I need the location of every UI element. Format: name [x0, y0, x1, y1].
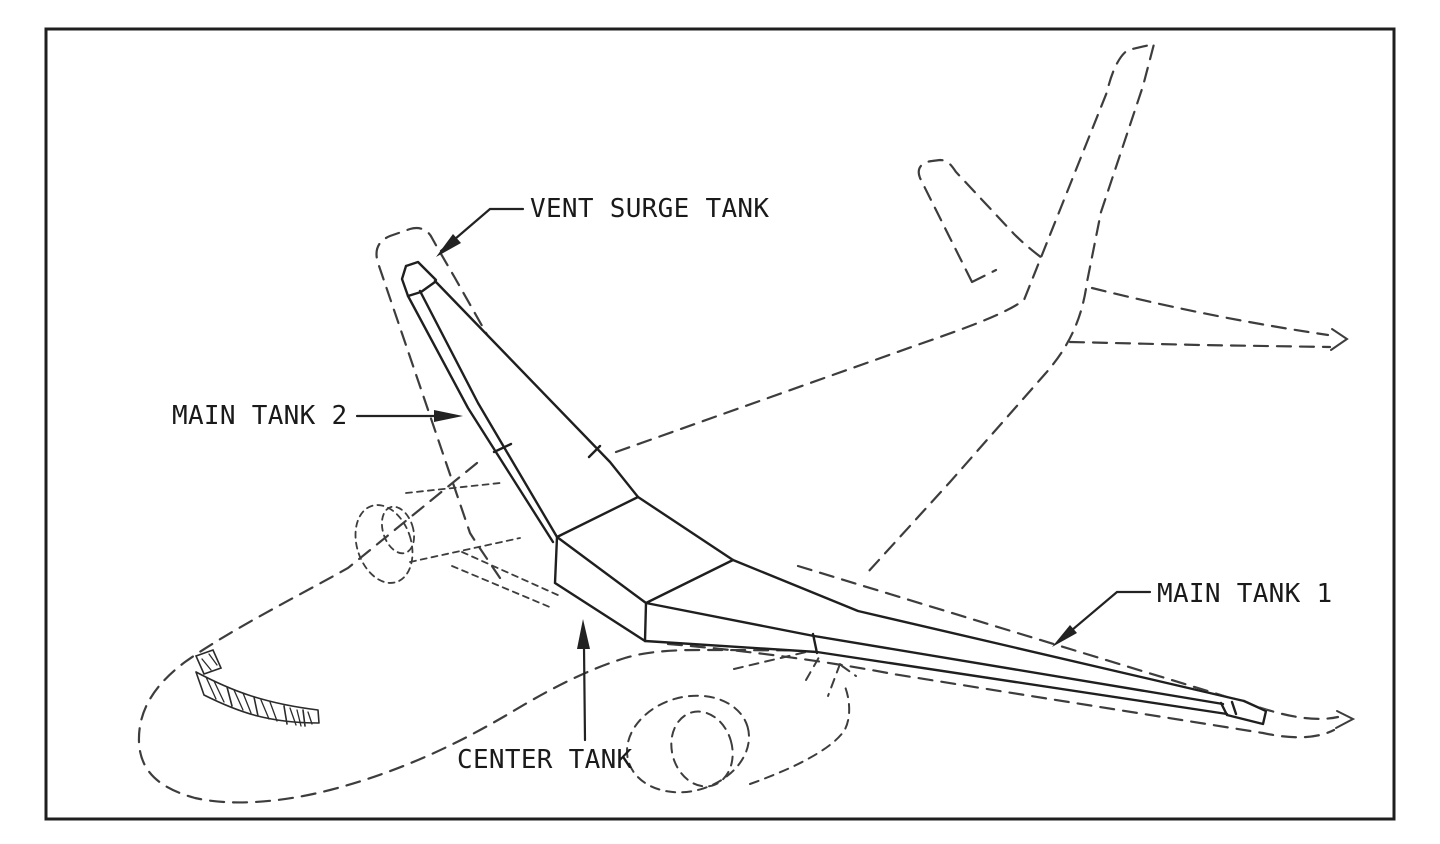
left-engine-outline [354, 482, 561, 609]
center-tank-leader [582, 645, 587, 742]
main-tank-2-arrowhead [434, 410, 463, 422]
main-tank-1-leader [1057, 590, 1152, 643]
vent-surge-tank-arrowhead [436, 234, 461, 257]
right-engine-pylon [805, 651, 857, 697]
cockpit-window-band [195, 671, 320, 727]
right-engine-inner-ring [670, 710, 734, 788]
engines-outline [354, 482, 857, 794]
left-stabilizer-outline [917, 158, 1044, 284]
main-tank-2-lines [406, 279, 640, 544]
main-tank-1-lines [636, 495, 1246, 716]
right-engine-nacelle-bottom [749, 681, 851, 785]
left-engine-nacelle-top [405, 482, 501, 494]
tail-fin-outline [614, 42, 1156, 574]
leader-lines [355, 207, 1152, 742]
right-stabilizer-lower-outline [1068, 340, 1332, 349]
tip-markers [1330, 328, 1356, 729]
cockpit-window-hatching [201, 653, 313, 727]
wing-root-fairing [451, 551, 561, 609]
left-engine-inner-ring [381, 505, 415, 555]
cockpit-windows [194, 648, 320, 727]
right-tip-surge-tank-box [1219, 699, 1268, 726]
center-tank-arrowhead [577, 619, 590, 649]
right-engine-inlet-ring [626, 694, 750, 794]
drawing-border [44, 27, 1396, 821]
cockpit-window-front [194, 648, 223, 676]
label-main-tank-1: MAIN TANK 1 [1157, 579, 1333, 609]
left-wing-outline [375, 226, 610, 580]
main-tank-1-arrowhead [1052, 625, 1077, 647]
vent-surge-tank-leader [439, 207, 525, 253]
right-wing-leading-edge-outline [666, 642, 1336, 739]
label-main-tank-2: MAIN TANK 2 [172, 401, 348, 431]
left-engine-inlet-ring [354, 504, 414, 584]
fuel-tank-silhouette [403, 262, 1267, 725]
fuselage-nose-outline [137, 461, 902, 804]
label-center-tank: CENTER TANK [457, 745, 633, 775]
right-engine-outline [626, 651, 857, 794]
label-vent-surge-tank: VENT SURGE TANK [530, 194, 769, 224]
right-stabilizer-tip-marker [1330, 328, 1349, 351]
center-tank-lines [553, 495, 735, 643]
fuel-tanks [400, 260, 1268, 726]
annotations: VENT SURGE TANK MAIN TANK 2 MAIN TANK 1 … [172, 194, 1333, 775]
arrowheads [434, 234, 1077, 649]
left-engine-nacelle-bottom [409, 537, 521, 563]
right-wing-tip-marker [1335, 710, 1356, 729]
right-engine-nacelle-top [733, 651, 807, 670]
right-stabilizer-upper-outline [1090, 286, 1330, 337]
